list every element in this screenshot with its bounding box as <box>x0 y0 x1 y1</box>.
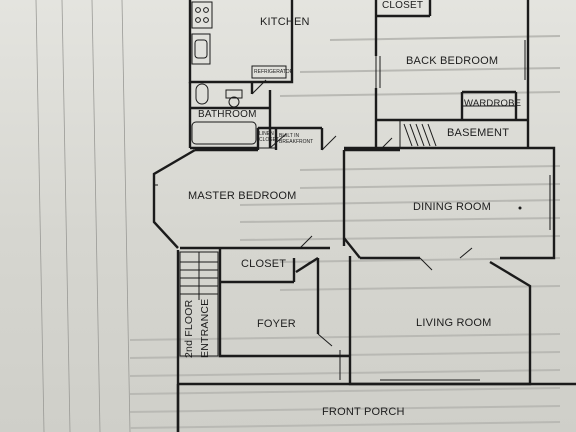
room-label-bathroom: BATHROOM <box>198 109 257 120</box>
walls <box>152 0 576 432</box>
room-label-wardrobe: WARDROBE <box>464 98 522 109</box>
room-label-back-bedroom: BACK BEDROOM <box>406 55 499 67</box>
refrigerator-fixture <box>251 65 287 79</box>
room-label-entrance-line1: 2nd FLOOR <box>183 299 195 358</box>
room-label-living-room: LIVING ROOM <box>416 317 492 329</box>
sink-fixture <box>191 33 211 65</box>
room-label-basement: BASEMENT <box>447 127 510 139</box>
room-label-kitchen: KITCHEN <box>260 16 310 28</box>
toilet-fixture <box>195 83 243 108</box>
dining-dot <box>518 206 522 210</box>
margin-lines <box>35 0 131 432</box>
room-label-closet-top: CLOSET <box>382 0 424 11</box>
room-label-master-bedroom: MASTER BEDROOM <box>188 190 297 202</box>
stove-fixture <box>191 1 213 29</box>
label-built-in-breakfront: BUILT IN BREAKFRONT <box>279 133 314 145</box>
room-label-dining-room: DINING ROOM <box>413 201 491 213</box>
linen-closet-box <box>257 127 277 149</box>
room-label-closet: CLOSET <box>241 258 287 270</box>
entrance-stairs <box>179 251 219 357</box>
windows <box>154 40 551 381</box>
room-label-entrance-line2: ENTRANCE <box>199 298 211 358</box>
basement-stairs <box>399 120 437 148</box>
room-label-front-porch: FRONT PORCH <box>322 406 405 418</box>
room-label-foyer: FOYER <box>257 318 296 330</box>
door-swings <box>251 79 473 380</box>
bathtub-fixture <box>191 121 257 145</box>
label-linen-closet: LINEN CLOSET <box>259 131 280 143</box>
bleed-through-text <box>129 35 561 429</box>
label-refrigerator: REFRIGERATOR <box>254 69 294 75</box>
